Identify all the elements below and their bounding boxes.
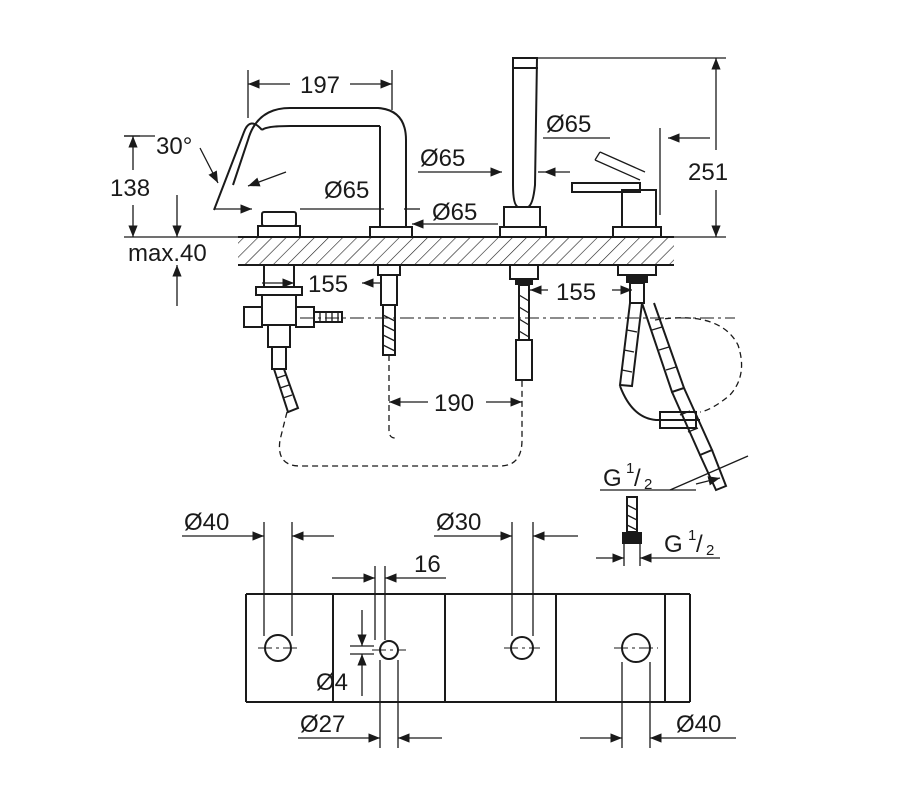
label-g-small-sub: 2 [706,542,714,559]
dim-g-half-main: G 1 / 2 [600,455,749,493]
dim-dia-65-spout: Ø65 [214,177,420,214]
label-dia-65-right: Ø65 [546,111,591,138]
dim-dia-40-left: Ø40 [182,509,334,636]
label-dia-65-side: Ø65 [432,199,477,226]
label-dia-40-left: Ø40 [184,509,229,536]
spout [213,107,413,356]
small-connector: G 1 / 2 [596,496,720,566]
label-197: 197 [300,72,340,99]
holes [258,633,658,663]
dim-dia-65-side: Ø65 [412,199,498,229]
dim-155-right: 155 [530,279,632,306]
hose-loop-left [278,380,523,467]
left-valve [243,211,343,414]
dim-251: 251 [537,57,728,238]
hose-loop-right [654,317,743,413]
label-g-main: G [603,465,622,492]
dim-155-left: 155 [262,271,380,298]
label-g-main-slash: / [634,465,641,492]
label-max-40: max.40 [128,240,207,267]
dim-197: 197 [247,70,393,118]
dim-dia-27: Ø27 [298,660,442,748]
label-190: 190 [434,390,474,417]
dim-16: 16 [332,551,446,640]
dim-dia-40-right: Ø40 [580,662,736,748]
dim-max-40: max.40 [128,195,207,306]
dim-30-degree: 30° [124,133,287,187]
label-g-small: G [664,531,683,558]
diverter-lever [571,151,728,492]
label-g-main-sub: 2 [644,476,652,493]
dim-138: 138 [110,135,240,238]
label-dia-40-right: Ø40 [676,711,721,738]
dim-dia-65-shower: Ø65 [418,145,570,177]
dim-dia-30: Ø30 [434,509,578,636]
hand-shower [499,57,547,381]
label-251: 251 [688,159,728,186]
label-g-small-slash: / [696,531,703,558]
label-g-small-sup: 1 [688,527,696,544]
label-g-main-sup: 1 [626,460,634,477]
label-dia-65-spout: Ø65 [324,177,369,204]
hose-loop-left-2 [388,355,396,439]
label-dia-4: Ø4 [316,669,348,696]
dim-dia-65-right: Ø65 [543,111,710,215]
deck-surface [238,236,674,266]
mounting-plate [245,593,691,703]
dim-dia-4: Ø4 [316,610,374,696]
label-dia-27: Ø27 [300,711,345,738]
label-155-right: 155 [556,279,596,306]
label-dia-65-shower: Ø65 [420,145,465,172]
label-155-left: 155 [308,271,348,298]
dim-190: 190 [389,390,522,417]
label-16: 16 [414,551,441,578]
label-dia-30: Ø30 [436,509,481,536]
label-138: 138 [110,175,150,202]
label-30-degree: 30° [156,133,192,160]
